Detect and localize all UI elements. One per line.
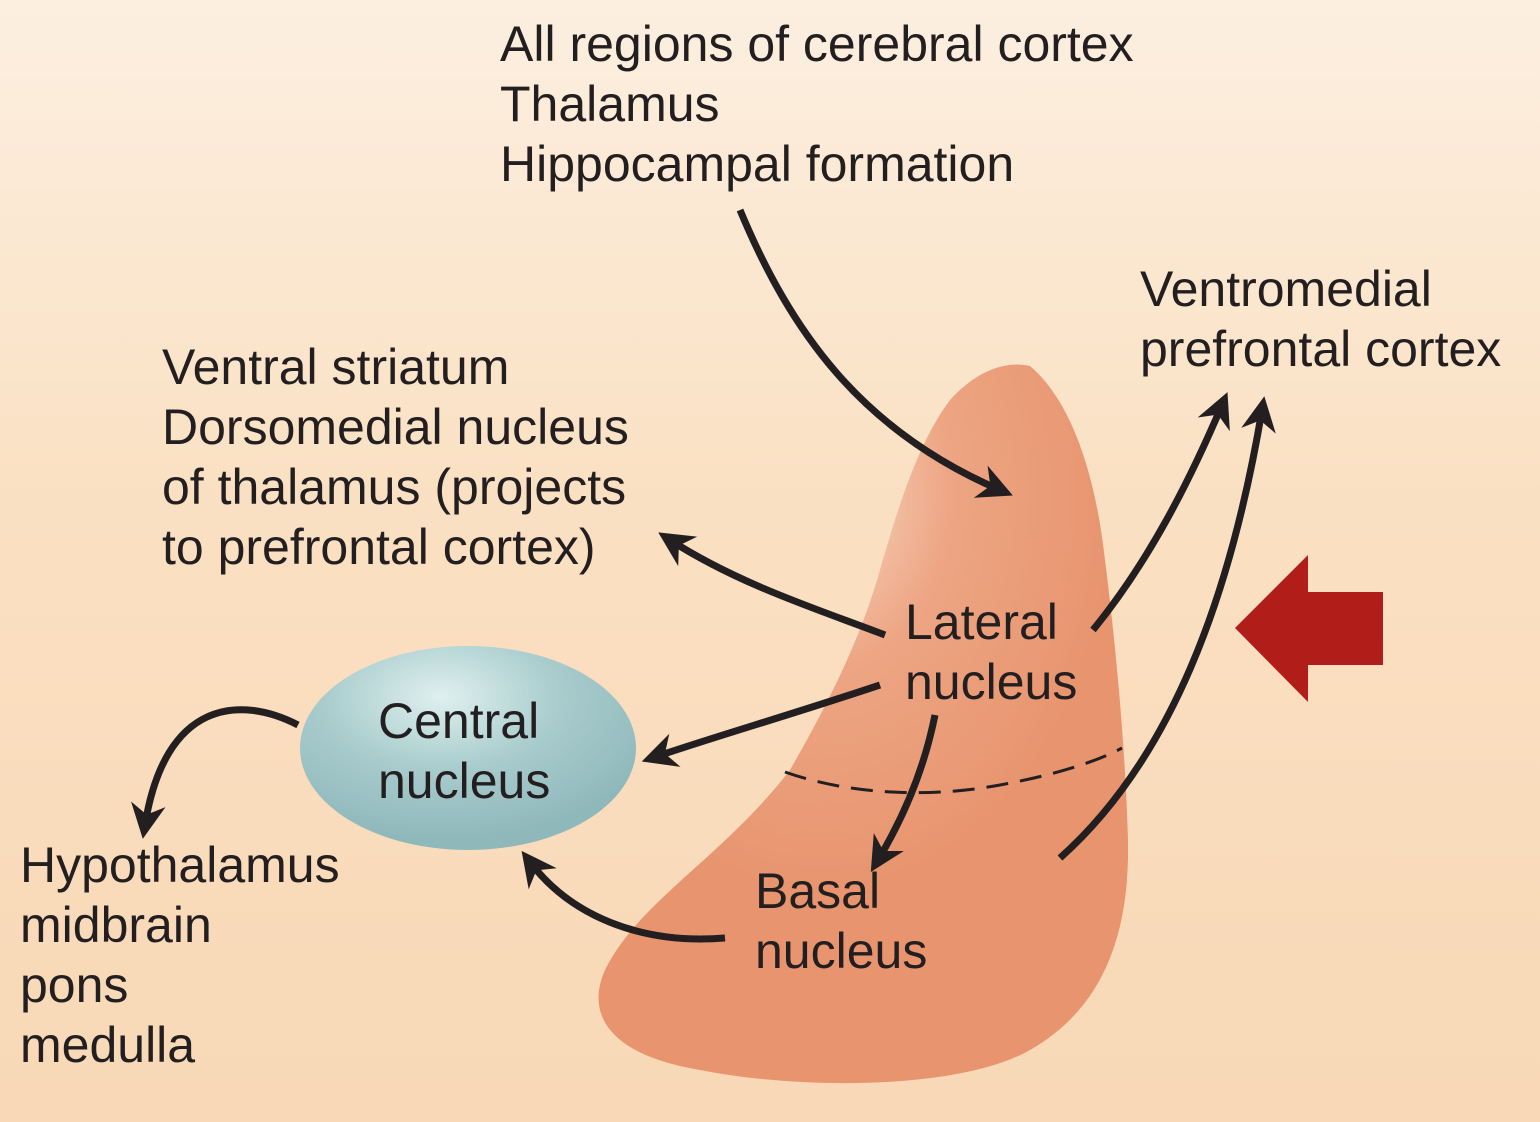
label-line: Ventral striatum xyxy=(162,339,510,395)
lateral-nucleus-label: Lateral nucleus xyxy=(905,592,1077,712)
label-line: medulla xyxy=(20,1017,196,1073)
red-indicator-arrow xyxy=(1235,555,1383,702)
label-line: Basal xyxy=(755,863,881,919)
basal-nucleus-label: Basal nucleus xyxy=(755,861,927,981)
ventral-striatum-label: Ventral striatum Dorsomedial nucleus of … xyxy=(162,337,629,577)
arrow-basal-to-central xyxy=(521,850,726,943)
label-line: midbrain xyxy=(20,897,212,953)
label-line: Hypothalamus xyxy=(20,837,340,893)
amygdala-shape xyxy=(598,364,1129,1084)
arrow-cortex-to-lateral xyxy=(736,208,1013,498)
ventromedial-prefrontal-label: Ventromedial prefrontal cortex xyxy=(1140,259,1501,379)
label-line: All regions of cerebral cortex xyxy=(500,16,1134,72)
nucleus-boundary-dashed xyxy=(784,746,1123,795)
arrow-basal-to-ventromedial xyxy=(1057,396,1276,861)
label-line: prefrontal cortex xyxy=(1140,321,1502,377)
label-line: nucleus xyxy=(905,654,1078,710)
label-line: Thalamus xyxy=(500,76,720,132)
label-line: nucleus xyxy=(755,923,928,979)
label-line: Central xyxy=(378,693,540,749)
brainstem-targets-label: Hypothalamus midbrain pons medulla xyxy=(20,835,340,1075)
arrow-central-to-hypothalamus xyxy=(131,706,300,839)
label-line: Dorsomedial nucleus xyxy=(162,399,629,455)
label-line: nucleus xyxy=(378,753,551,809)
label-line: to prefrontal cortex) xyxy=(162,519,596,575)
central-nucleus-label: Central nucleus xyxy=(378,691,550,811)
cortical-inputs-label: All regions of cerebral cortex Thalamus … xyxy=(500,14,1134,194)
label-line: Lateral xyxy=(905,594,1058,650)
arrow-lateral-to-striatum xyxy=(658,532,887,639)
label-line: of thalamus (projects xyxy=(162,459,627,515)
arrow-lateral-to-basal xyxy=(870,714,939,873)
label-line: Hippocampal formation xyxy=(500,136,1015,192)
central-nucleus-shape xyxy=(300,646,636,850)
arrow-lateral-to-ventromedial xyxy=(1090,392,1230,633)
label-line: Ventromedial xyxy=(1140,261,1432,317)
label-line: pons xyxy=(20,957,129,1013)
arrow-lateral-to-central xyxy=(641,681,882,767)
